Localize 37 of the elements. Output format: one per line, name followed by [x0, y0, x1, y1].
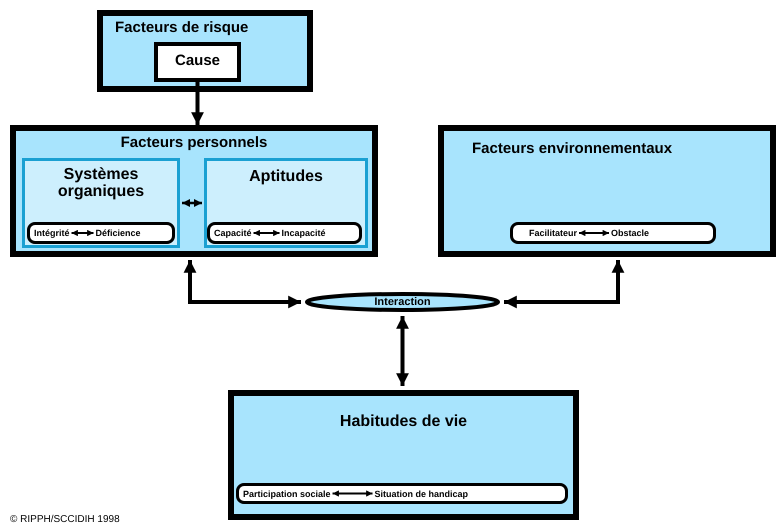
factor-box — [10, 125, 378, 257]
double-arrow — [332, 490, 373, 497]
factor-box — [228, 390, 579, 520]
double-arrow — [72, 230, 94, 236]
box-title: Facteurs environnementaux — [472, 141, 674, 157]
box-title: Cause — [174, 53, 222, 69]
scale-term: Obstacle — [611, 228, 650, 238]
factor-box — [97, 10, 313, 92]
box-title: Facteurs personnels — [120, 135, 268, 151]
factor-box — [438, 125, 776, 257]
double-arrow — [182, 199, 202, 207]
scale-pill — [27, 222, 175, 244]
double-arrow — [184, 260, 301, 308]
scale-pill — [207, 222, 362, 244]
box-title: Habitudes de vie — [338, 414, 468, 431]
scale-term: Situation de handicap — [374, 488, 468, 498]
component-box — [22, 158, 180, 248]
scale-term: Capacité — [214, 228, 252, 238]
scale-term: Facilitateur — [529, 228, 578, 238]
ellipse-label: Interaction — [374, 296, 431, 308]
component-box — [204, 158, 368, 248]
box-title: Facteurs de risque — [115, 20, 250, 36]
double-arrow — [254, 230, 280, 236]
scale-pill — [510, 222, 716, 244]
double-arrow — [396, 316, 409, 386]
scale-term: Participation sociale — [243, 488, 331, 498]
copyright-note: © RIPPH/SCCIDIH 1998 — [10, 514, 120, 525]
box-title: Systèmes organiques — [56, 167, 146, 201]
box-title: Aptitudes — [248, 169, 324, 186]
double-arrow — [504, 260, 624, 308]
scale-term: Intégrité — [34, 228, 70, 238]
scale-term: Déficience — [96, 228, 141, 238]
arrow — [191, 82, 204, 125]
scale-term: Incapacité — [282, 228, 326, 238]
double-arrow — [579, 230, 610, 236]
scale-pill — [236, 483, 568, 504]
cause-box — [154, 42, 241, 82]
